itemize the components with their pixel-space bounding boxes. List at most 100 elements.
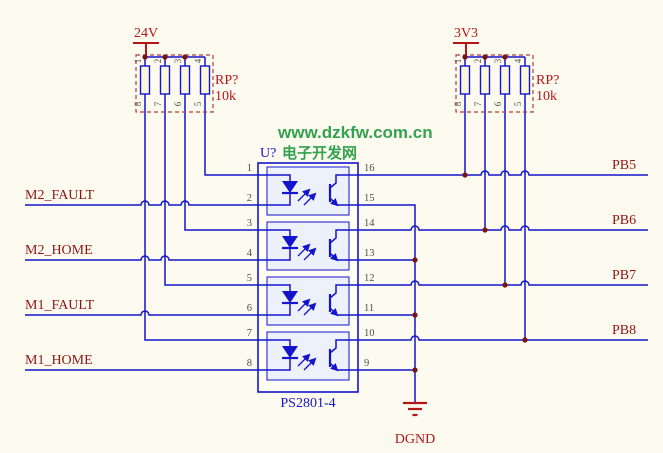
- pack-pin-number: 6: [173, 101, 183, 106]
- led-cathode-wire: [258, 303, 291, 316]
- wire-pb7: [358, 280, 648, 286]
- led-anode-wire: [258, 229, 291, 236]
- pack-pin-number: 2: [473, 59, 483, 64]
- net-label-m1-home: M1_HOME: [25, 353, 93, 368]
- led-symbol: [282, 291, 298, 303]
- pin-number: 15: [364, 193, 375, 204]
- resistor-body: [139, 65, 151, 95]
- junction-dot: [522, 337, 528, 343]
- power-label: 24V: [134, 26, 158, 41]
- opto-channel-4: [258, 331, 358, 381]
- led-anode-wire: [258, 339, 291, 346]
- pin-number: 13: [364, 248, 375, 259]
- pack-pin-number: 7: [153, 101, 163, 106]
- pack-pin-number: 7: [473, 101, 483, 106]
- ic-part-number: PS2801-4: [280, 396, 335, 411]
- wire-rp-to-pin7: [144, 94, 258, 341]
- pack-value: 10k: [536, 89, 557, 104]
- watermark: www.dzkfw.com.cn 电子开发网: [277, 123, 433, 162]
- junction-dot: [502, 282, 508, 288]
- junction-dot: [462, 54, 468, 60]
- net-label-pb7: PB7: [612, 268, 636, 283]
- pack-pin-number: 8: [133, 101, 143, 106]
- led-symbol: [282, 181, 298, 193]
- led-symbol: [282, 236, 298, 248]
- net-label-m1-fault: M1_FAULT: [25, 298, 95, 313]
- watermark-url: www.dzkfw.com.cn: [277, 123, 433, 142]
- junction-dot: [142, 54, 148, 60]
- light-arrow-icon: [297, 243, 311, 257]
- pin-number: 11: [364, 303, 374, 314]
- wire-m1-fault: [25, 310, 258, 316]
- wire-m2-fault: [25, 200, 258, 206]
- net-labels: M2_FAULT M2_HOME M1_FAULT M1_HOME PB5 PB…: [25, 158, 636, 368]
- wire-m2-home: [25, 255, 258, 261]
- wire-rp-to-pin5: [164, 94, 258, 286]
- pin-number: 7: [247, 328, 252, 339]
- transistor-collector: [329, 229, 358, 244]
- power-port-3v3: 3V3: [453, 26, 479, 57]
- pack-value: 10k: [215, 89, 236, 104]
- resistor-body: [179, 65, 191, 95]
- junction-dot: [462, 172, 468, 178]
- net-label-m2-home: M2_HOME: [25, 243, 93, 258]
- pack-pin-number: 4: [513, 58, 523, 63]
- power-label: 3V3: [454, 26, 478, 41]
- light-arrow-icon: [297, 298, 311, 312]
- opto-channel-3: [258, 276, 358, 326]
- pin-number: 4: [247, 248, 253, 259]
- led-cathode-wire: [258, 193, 291, 206]
- transistor-collector: [329, 174, 358, 189]
- pack-pin-number: 1: [133, 59, 143, 64]
- resistor-body: [519, 65, 531, 95]
- transistor-collector: [329, 284, 358, 299]
- net-label-pb6: PB6: [612, 213, 636, 228]
- net-label-pb5: PB5: [612, 158, 636, 173]
- pack-pin-number: 1: [453, 59, 463, 64]
- net-label-pb8: PB8: [612, 323, 636, 338]
- transistor-emitter: [329, 197, 339, 207]
- pin-number: 8: [247, 358, 252, 369]
- light-arrow-icon: [303, 247, 317, 261]
- wire-pb5: [358, 170, 648, 176]
- pin-number: 10: [364, 328, 375, 339]
- pin-number: 2: [247, 193, 252, 204]
- pack-pin-number: 3: [493, 58, 503, 63]
- light-arrow-icon: [297, 188, 311, 202]
- resistor-body: [499, 65, 511, 95]
- left-resistor-pack: 1 2 3 4 8 7 6 5 RP? 10k: [133, 54, 238, 113]
- junction-dot: [162, 54, 168, 60]
- pin-number: 14: [364, 218, 375, 229]
- pack-outline-box: [455, 54, 534, 113]
- wire-pb8: [358, 335, 648, 341]
- junction-dot: [182, 54, 188, 60]
- wire-rp-to-pin3: [184, 94, 258, 231]
- led-anode-wire: [258, 284, 291, 291]
- opto-channel-1: [258, 166, 358, 216]
- pin-number: 3: [247, 218, 252, 229]
- junction-dots: [142, 54, 528, 373]
- pack-pin-number: 8: [453, 101, 463, 106]
- pin-number: 1: [247, 163, 252, 174]
- ic-designator: U?: [260, 146, 276, 161]
- junction-dot: [412, 312, 418, 318]
- junction-dot: [482, 54, 488, 60]
- optocoupler-ic: U? PS2801-4: [247, 146, 376, 411]
- power-port-24v: 24V: [133, 26, 159, 57]
- led-cathode-wire: [258, 248, 291, 261]
- led-cathode-wire: [258, 358, 291, 371]
- transistor-emitter: [329, 252, 339, 262]
- opto-channel-2: [258, 221, 358, 271]
- resistor-body: [159, 65, 171, 95]
- wires: [25, 56, 648, 402]
- wire-ground-bus: [358, 204, 416, 402]
- junction-dot: [502, 54, 508, 60]
- ground-label: DGND: [395, 432, 435, 447]
- wire-rp-to-pin1: [204, 94, 258, 176]
- pin-number: 9: [364, 358, 369, 369]
- net-label-m2-fault: M2_FAULT: [25, 188, 95, 203]
- pin-number: 16: [364, 163, 375, 174]
- pack-pin-number: 5: [193, 101, 203, 106]
